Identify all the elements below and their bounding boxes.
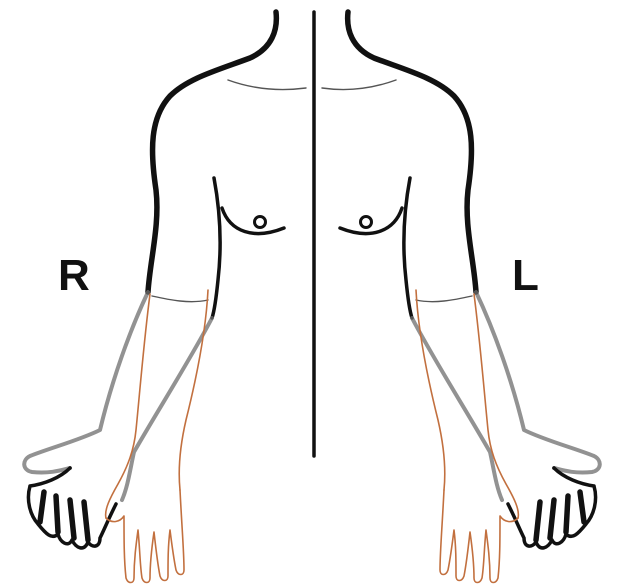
right-shoulder-arm-outline — [148, 12, 276, 292]
right-nipple — [255, 217, 266, 228]
right-side-label: R — [58, 254, 90, 298]
right-clavicle-line — [228, 80, 306, 90]
right-pectoral-line — [222, 208, 284, 234]
left-side-label: L — [512, 254, 539, 298]
left-forearm-orange-inner — [416, 290, 445, 490]
left-nipple — [361, 217, 372, 228]
left-inner-arm-outline — [404, 178, 412, 318]
left-forearm-ghost-outline — [476, 292, 600, 473]
left-forearm-ghost-inner — [412, 318, 502, 500]
left-shoulder-arm-outline — [348, 12, 476, 292]
right-inner-arm-outline — [212, 178, 220, 318]
right-forearm-ghost-inner — [122, 318, 212, 500]
right-forearm-ghost-outline — [24, 292, 148, 473]
left-elbow-crease — [416, 296, 472, 302]
right-forearm-orange-inner — [179, 290, 208, 490]
left-clavicle-line — [322, 80, 396, 90]
right-elbow-crease — [152, 296, 208, 302]
